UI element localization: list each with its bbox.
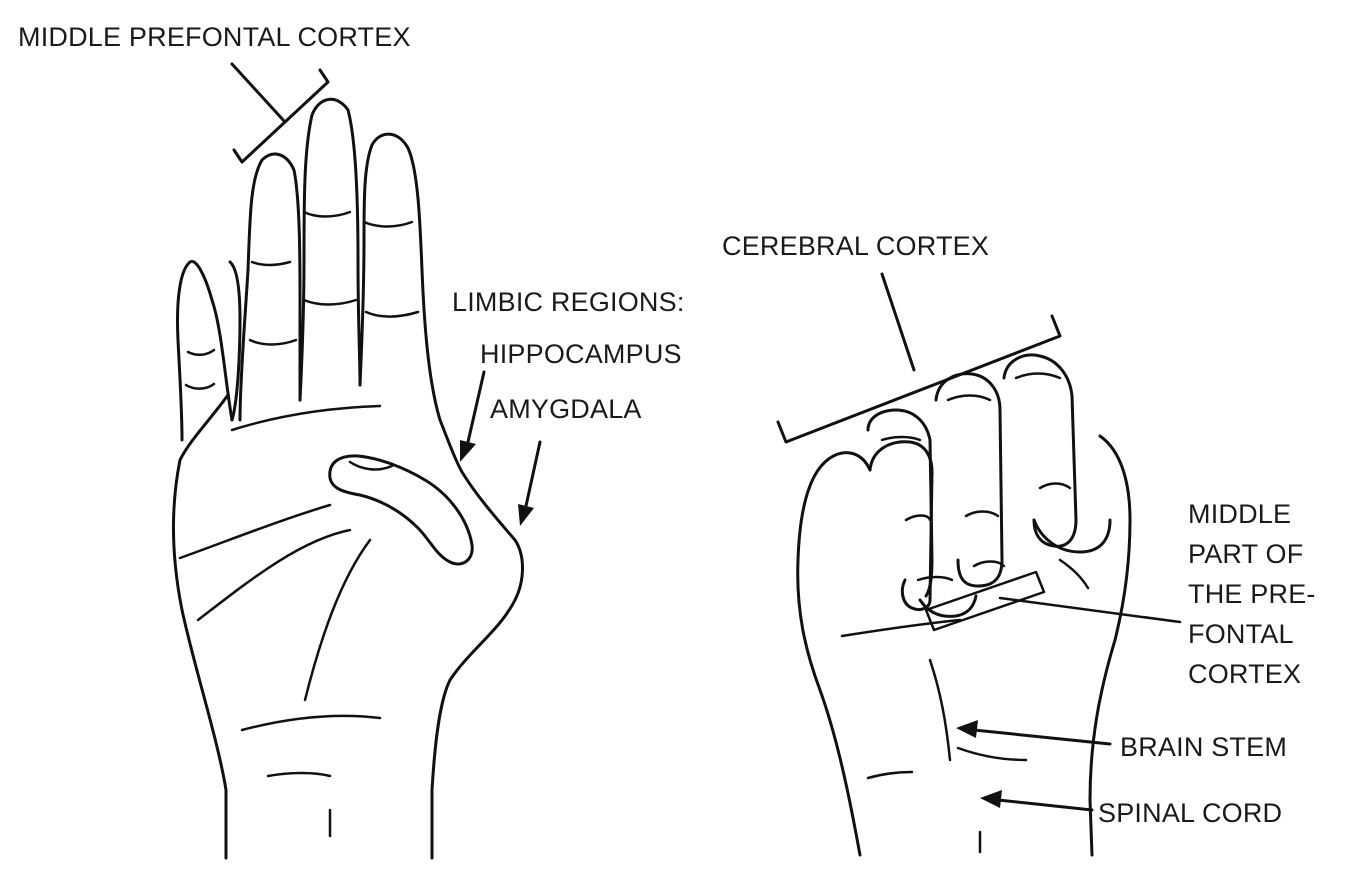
label-line: THE PRE-	[1188, 574, 1316, 614]
label-hippocampus: HIPPOCAMPUS	[480, 339, 682, 369]
label-brain-stem: BRAIN STEM	[1120, 732, 1287, 762]
label-line: MIDDLE	[1188, 494, 1316, 534]
label-limbic-regions: LIMBIC REGIONS:	[452, 287, 685, 317]
label-line: FONTAL	[1188, 614, 1316, 654]
label-middle-part-of-prefontal-cortex: MIDDLE PART OF THE PRE- FONTAL CORTEX	[1188, 494, 1316, 694]
middle-part-pointer	[1000, 598, 1180, 622]
open-hand-drawing	[173, 99, 522, 858]
label-amygdala: AMYGDALA	[490, 394, 642, 424]
amygdala-arrow	[518, 442, 540, 526]
fist-drawing	[798, 355, 1130, 855]
label-line: PART OF	[1188, 534, 1316, 574]
label-middle-prefontal-cortex: MIDDLE PREFONTAL CORTEX	[18, 22, 411, 52]
spinal-cord-arrow	[980, 790, 1092, 810]
label-line: CORTEX	[1188, 654, 1316, 694]
label-spinal-cord: SPINAL CORD	[1098, 798, 1282, 828]
hippocampus-arrow	[460, 372, 484, 462]
label-cerebral-cortex: CEREBRAL CORTEX	[722, 231, 989, 261]
brain-stem-arrow	[956, 720, 1110, 744]
